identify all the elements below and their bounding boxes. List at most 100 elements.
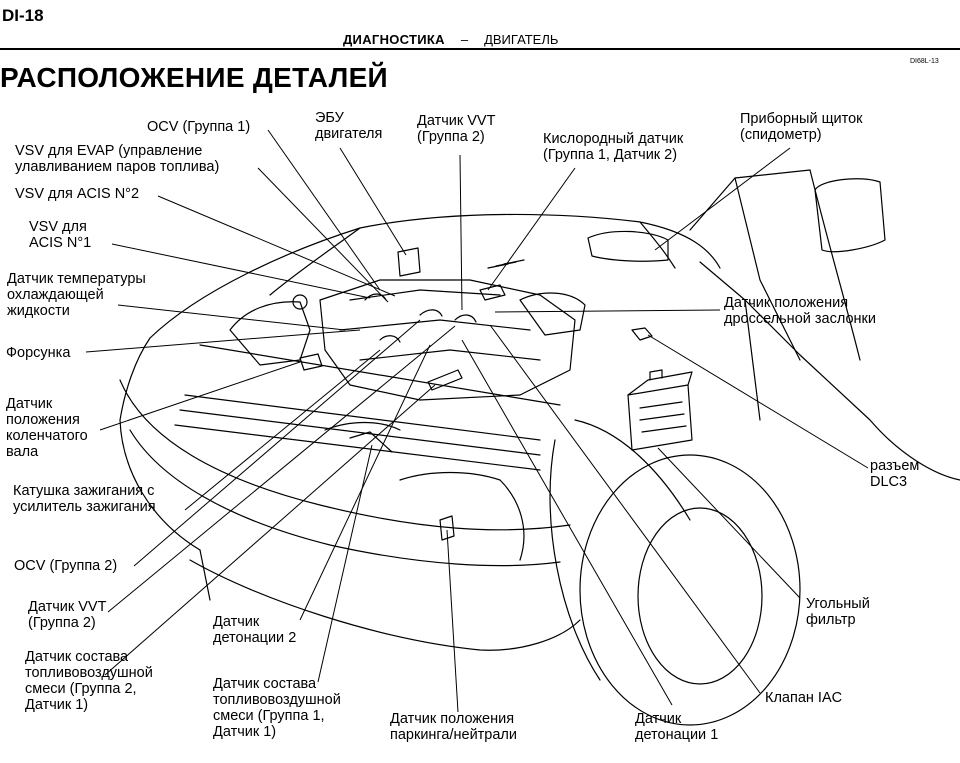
grille-bars [174,344,561,471]
label-o2-sensor-line1: Кислородный датчик [543,131,684,147]
windshield-outline [689,169,811,231]
leader-throttle [494,309,721,313]
label-vvt-group2-bottom-line2: (Группа 2) [28,615,96,631]
label-coil-line1: Катушка зажигания с [13,483,155,499]
label-crank-line4: вала [6,444,39,460]
front-wheel [579,454,801,726]
label-o2-sensor: Кислородный датчик (Группа 1, Датчик 2) [543,131,683,163]
leader-canister [657,447,801,599]
label-vvt-group2-top: Датчик VVT (Группа 2) [417,113,495,145]
label-af1-line1: Датчик состава [213,676,317,692]
label-coolant-line1: Датчик температуры [7,271,146,287]
leader-ocv-group2 [133,319,421,567]
label-af-sensor-group2: Датчик состава топливовоздушной смеси (Г… [25,649,153,713]
header-rule [0,48,960,50]
label-ignition-coil: Катушка зажигания с усилитель зажигания [13,483,156,515]
label-af2-line2: топливовоздушной [25,665,153,681]
label-knock1-line2: детонации 1 [635,727,719,743]
label-coolant-temp-sensor: Датчик температуры охлаждающей жидкости [7,271,146,319]
label-crank-line3: коленчатого [6,428,88,444]
leader-coil [184,349,381,511]
leader-ecu [339,147,407,256]
label-af1-line3: смеси (Группа 1, [213,708,325,724]
header-dash: – [460,32,469,47]
label-vvt-group2-top-line2: (Группа 2) [417,129,485,145]
label-vsv-evap-line2: улавливанием паров топлива) [15,159,220,175]
label-knock2-line1: Датчик [213,614,260,630]
label-park-neutral-sensor: Датчик положения паркинга/нейтрали [390,711,517,743]
label-af1-line4: Датчик 1) [213,724,277,740]
label-canister-line1: Угольный [806,596,870,612]
label-ecu: ЭБУ двигателя [315,110,382,142]
leader-iac [489,324,761,694]
figure-reference: DI68L-13 [910,58,939,65]
leader-injector [85,329,361,353]
leader-af-group1 [317,444,373,683]
label-park-line1: Датчик положения [390,711,515,727]
label-af2-line3: смеси (Группа 2, [25,681,137,697]
label-injector: Форсунка [6,345,71,361]
page-code: DI-18 [2,6,44,25]
label-af-sensor-group1: Датчик состава топливовоздушной смеси (Г… [213,676,341,740]
label-instrument-panel-line2: (спидометр) [740,127,822,143]
leader-vsv-acis2 [157,195,396,297]
label-vsv-acis2: VSV для ACIS N°2 [15,186,140,202]
label-ocv-group2: OCV (Группа 2) [14,558,118,574]
leader-crank [99,361,301,431]
leader-vsv-evap [257,167,389,303]
label-coolant-line2: охлаждающей [7,287,104,303]
label-knock1-line1: Датчик [635,711,682,727]
page-title: РАСПОЛОЖЕНИЕ ДЕТАЛЕЙ [0,62,388,93]
leader-park [446,529,459,713]
header-section: ДИАГНОСТИКА [343,32,445,47]
label-coil-line2: усилитель зажигания [13,499,156,515]
leader-coolant [117,304,346,331]
label-throttle-line2: дроссельной заслонки [724,311,876,327]
label-charcoal-canister: Угольный фильтр [806,596,870,628]
label-crank-line1: Датчик [6,396,53,412]
label-knock-sensor-2: Датчик детонации 2 [213,614,296,646]
leader-vvt-group2-bottom [107,325,456,613]
label-knock-sensor-1: Датчик детонации 1 [635,711,718,743]
label-crank-sensor: Датчик положения коленчатого вала [6,396,88,460]
label-vsv-acis1-line1: VSV для [29,219,87,235]
leader-instrument-panel [654,147,791,251]
label-vvt-group2-bottom: Датчик VVT (Группа 2) [28,599,106,631]
label-af2-line1: Датчик состава [25,649,129,665]
label-ecu-line1: ЭБУ [315,110,344,126]
leader-vsv-acis1 [111,243,371,299]
label-af1-line2: топливовоздушной [213,692,341,708]
front-bumper [129,429,561,567]
label-knock2-line2: детонации 2 [213,630,297,646]
label-dlc3-line2: DLC3 [870,474,908,490]
hood-outline [149,213,721,339]
label-throttle-line1: Датчик положения [724,295,849,311]
label-vsv-acis1: VSV для ACIS N°1 [29,219,91,251]
label-instrument-panel: Приборный щиток (спидометр) [740,111,863,143]
leader-o2-sensor [487,167,576,291]
engine-cover [319,279,576,401]
label-dlc3-line1: разъем [870,458,920,474]
instrument-cluster [587,230,669,262]
label-vsv-evap: VSV для EVAP (управление улавливанием па… [15,143,219,175]
label-vvt-group2-top-line1: Датчик VVT [417,113,496,129]
label-ocv-group1: OCV (Группа 1) [147,119,251,135]
label-vsv-acis1-line2: ACIS N°1 [29,235,92,251]
label-park-line2: паркинга/нейтрали [390,727,517,743]
leader-af-group2 [104,384,436,676]
label-instrument-panel-line1: Приборный щиток [740,111,863,127]
label-af2-line4: Датчик 1) [25,697,89,713]
label-vvt-group2-bottom-line1: Датчик VVT [28,599,107,615]
leader-knock2 [299,344,431,621]
charcoal-canister [627,384,693,451]
label-o2-sensor-line2: (Группа 1, Датчик 2) [543,147,678,163]
header-subsection: ДВИГАТЕЛЬ [484,32,559,47]
label-throttle-position-sensor: Датчик положения дроссельной заслонки [724,295,876,327]
label-dlc3-connector: разъем DLC3 [870,458,919,490]
ecu-box [397,247,421,277]
leader-ocv-group1 [267,129,381,291]
label-crank-line2: положения [6,412,80,428]
label-ecu-line2: двигателя [315,126,383,142]
label-vsv-evap-line1: VSV для EVAP (управление [15,143,203,159]
